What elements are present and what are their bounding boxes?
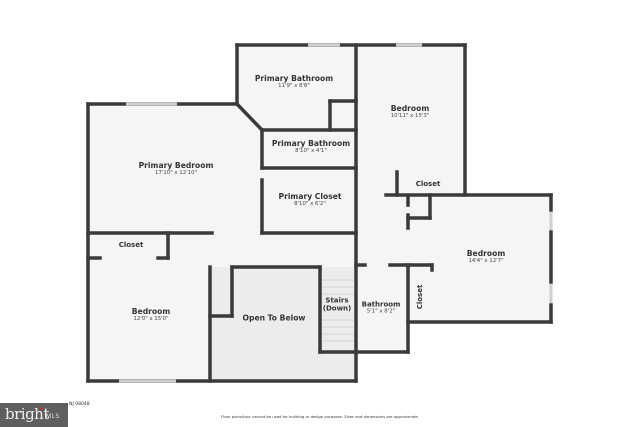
room-label-primary-closet: Primary Closet 8'10" x 6'2" <box>279 192 342 208</box>
room-dimensions: 17'10" x 12'10" <box>155 170 197 177</box>
room-label-closet-e: Closet <box>416 285 424 310</box>
room-label-primary-bathroom-2: Primary Bathroom 8'10" x 4'1" <box>272 139 350 155</box>
room-dimensions: 12'0" x 15'0" <box>133 316 169 323</box>
windows <box>119 43 553 383</box>
room-dimensions: 11'9" x 8'8" <box>278 83 310 90</box>
room-label-bedroom-ne: Bedroom 10'11" x 15'3" <box>391 104 430 120</box>
stair-treads <box>320 279 356 342</box>
room-label-primary-bedroom: Primary Bedroom 17'10" x 12'10" <box>139 161 214 177</box>
room-name: Bedroom <box>131 306 171 316</box>
room-name: Bathroom <box>361 300 401 309</box>
room-label-closet-ne: Closet <box>416 180 441 188</box>
disclaimer-text: Floor plans/tour cannot be used for buil… <box>221 414 419 419</box>
room-dimensions: 5'1" x 8'2" <box>366 308 396 315</box>
room-name: Primary Bathroom <box>271 138 351 148</box>
walls <box>86 43 553 383</box>
room-label-primary-bathroom-1: Primary Bathroom 11'9" x 8'8" <box>255 74 333 90</box>
room-name: Bedroom <box>466 248 506 258</box>
room-label-open-to-below: Open To Below <box>243 313 306 322</box>
logo-suffix: MLS <box>46 413 60 420</box>
room-name: Closet <box>415 179 441 188</box>
room-label-bathroom: Bathroom 5'1" x 8'2" <box>362 300 401 315</box>
logo-dot-icon <box>40 407 43 410</box>
room-name: Primary Closet <box>278 191 342 201</box>
room-name: Closet <box>118 240 144 249</box>
room-name: Stairs <box>325 296 349 305</box>
room-label-stairs: Stairs (Down) <box>323 297 351 314</box>
bright-mls-logo: bright MLS <box>0 403 68 427</box>
room-name: Open To Below <box>242 313 306 323</box>
floor-fills <box>88 45 551 381</box>
room-name: Closet <box>415 284 424 310</box>
room-name: Primary Bedroom <box>138 160 214 170</box>
logo-text: bright <box>5 405 49 423</box>
room-name: Bedroom <box>390 103 430 113</box>
room-dimensions: 8'10" x 6'2" <box>294 201 326 208</box>
address-text: ..., NJ 08048 <box>62 402 90 407</box>
room-label-bedroom-sw: Bedroom 12'0" x 15'0" <box>132 307 170 323</box>
stairs-direction: (Down) <box>322 305 352 313</box>
room-name: Primary Bathroom <box>254 73 334 83</box>
room-dimensions: 10'11" x 15'3" <box>390 113 430 120</box>
room-label-bedroom-e: Bedroom 14'4" x 12'7" <box>467 249 505 265</box>
room-label-closet-w: Closet <box>119 241 144 249</box>
room-dimensions: 8'10" x 4'1" <box>295 148 327 155</box>
open-to-below-area <box>210 267 356 381</box>
room-dimensions: 14'4" x 12'7" <box>468 258 504 265</box>
